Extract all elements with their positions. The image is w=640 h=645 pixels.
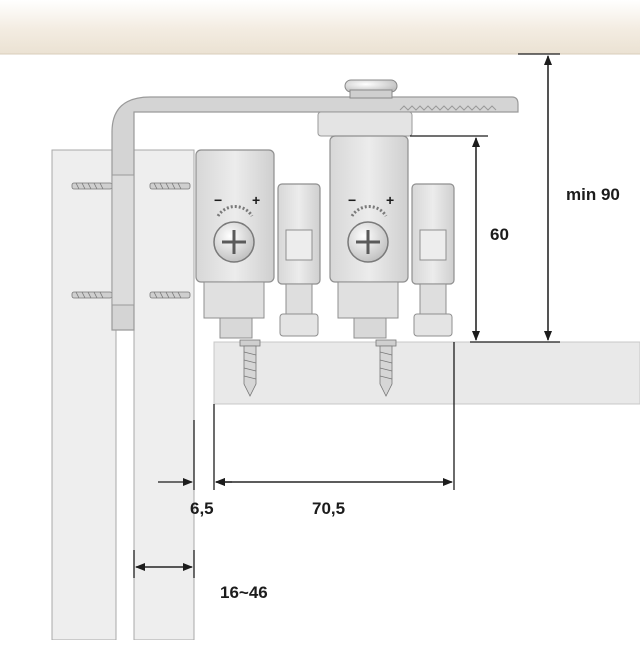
label-mount-width: 70,5 bbox=[312, 499, 345, 518]
track-bracket bbox=[111, 96, 519, 331]
roller-wheel-left bbox=[277, 183, 321, 337]
mounting-block bbox=[317, 111, 413, 137]
ceiling bbox=[0, 0, 640, 54]
roller-wheel-right bbox=[411, 183, 455, 337]
minus-mark: − bbox=[348, 192, 356, 208]
dimension-clearance-height bbox=[470, 53, 560, 343]
wood-screw-lower-left bbox=[71, 291, 113, 299]
label-door-offset: 16~46 bbox=[220, 583, 268, 602]
label-clearance-height: min 90 bbox=[566, 185, 620, 204]
dimension-unit-height bbox=[410, 135, 488, 341]
wood-screw-lower-door bbox=[149, 291, 191, 299]
dimension-door-offset bbox=[133, 550, 195, 578]
door-top-rail bbox=[213, 341, 640, 405]
rail-screw-right bbox=[375, 339, 397, 397]
rail-screw-left bbox=[239, 339, 261, 397]
roller-carriage-left: − + bbox=[195, 149, 275, 339]
wood-screw-upper-door bbox=[149, 182, 191, 190]
plus-mark: + bbox=[252, 192, 260, 208]
top-fixing-screw bbox=[344, 79, 398, 99]
adjustment-scale-icon bbox=[216, 205, 254, 217]
adjustment-scale-icon bbox=[350, 205, 388, 217]
roller-carriage-right: − + bbox=[329, 135, 409, 339]
dimension-mount-width bbox=[215, 342, 455, 490]
minus-mark: − bbox=[214, 192, 222, 208]
label-side-gap: 6,5 bbox=[190, 499, 214, 518]
plus-mark: + bbox=[386, 192, 394, 208]
label-unit-height: 60 bbox=[490, 225, 509, 244]
fixed-door-panel bbox=[51, 149, 117, 641]
wood-screw-upper-left bbox=[71, 182, 113, 190]
